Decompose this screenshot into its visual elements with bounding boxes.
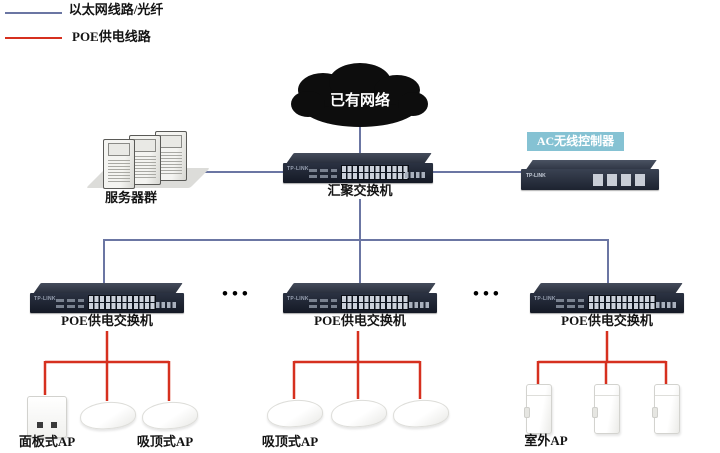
poe-switch-mid-label: POE供电交换机 (314, 313, 406, 328)
cloud-label: 已有网络 (329, 93, 390, 109)
ac-controller-device: TP-LINK (521, 160, 659, 190)
ellipsis-left: ••• (222, 284, 252, 303)
switch-sfp-ports (656, 302, 678, 308)
switch-front-face: TP-LINK (530, 293, 684, 313)
switch-port-labels (56, 299, 84, 308)
brand-text: TP-LINK (287, 296, 309, 302)
ellipsis-right: ••• (473, 284, 503, 303)
brand-text: TP-LINK (34, 296, 56, 302)
brand-text: TP-LINK (526, 173, 546, 179)
switch-front-face: TP-LINK (283, 163, 433, 183)
legend-poe-label: POE供电线路 (72, 29, 151, 44)
switch-sfp-ports (156, 302, 178, 308)
ceiling-ap-left-label: 吸顶式AP (136, 434, 194, 449)
switch-front-face: TP-LINK (283, 293, 437, 313)
switch-ports (341, 295, 409, 310)
ac-controller-tag: AC无线控制器 (527, 132, 624, 151)
switch-front-face: TP-LINK (30, 293, 184, 313)
legend-ethernet-label: 以太网线路/光纤 (68, 2, 164, 17)
poe-switch-left: TP-LINK (30, 283, 184, 313)
switch-port-labels (309, 299, 337, 308)
panel-ap (27, 396, 67, 438)
poe-switch-mid: TP-LINK (283, 283, 437, 313)
core-switch-device: TP-LINK (283, 153, 433, 183)
ac-front-face: TP-LINK (521, 169, 659, 190)
switch-ports (341, 165, 409, 180)
server-tower (103, 139, 135, 189)
outdoor-ap (652, 384, 680, 434)
panel-ap-label: 面板式AP (18, 434, 76, 449)
switch-ports (588, 295, 656, 310)
poe-switch-right-label: POE供电交换机 (561, 313, 653, 328)
cloud-shape (291, 63, 428, 127)
outdoor-ap (524, 384, 552, 434)
switch-sfp-ports (409, 302, 431, 308)
server-group-label: 服务器群 (104, 190, 157, 205)
outdoor-ap (592, 384, 620, 434)
outdoor-ap-label: 室外AP (524, 433, 568, 448)
core-switch-label: 汇聚交换机 (327, 183, 393, 198)
switch-sfp-ports (405, 172, 427, 178)
poe-switch-right: TP-LINK (530, 283, 684, 313)
switch-port-labels (556, 299, 584, 308)
brand-text: TP-LINK (287, 166, 309, 172)
ac-ports (593, 174, 649, 186)
poe-switch-left-label: POE供电交换机 (61, 313, 153, 328)
switch-port-labels (309, 169, 337, 178)
brand-text: TP-LINK (534, 296, 556, 302)
switch-ports (88, 295, 156, 310)
ceiling-ap-mid-label: 吸顶式AP (261, 434, 319, 449)
